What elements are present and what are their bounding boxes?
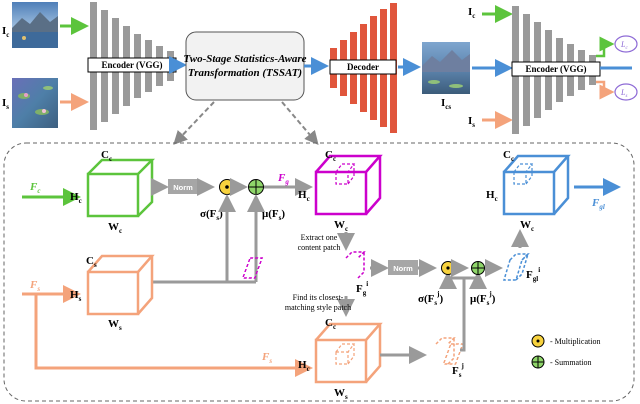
output-image-label: Ics — [441, 97, 451, 111]
cube-fgl-width: Wc — [520, 219, 534, 233]
style-loss-arrow — [596, 80, 615, 100]
fs-j-label: Fsj — [452, 362, 464, 379]
fs-label: Fs — [29, 279, 40, 293]
tssat-detail-panel — [3, 142, 635, 402]
extract-label-1: Extract one — [301, 233, 338, 242]
decoder-label-box — [329, 59, 397, 75]
output-image — [422, 42, 470, 94]
style-loss-node — [614, 83, 638, 101]
legend-multiplication-dot-icon — [536, 339, 540, 343]
cube-s-width: Ws — [108, 318, 122, 332]
fg-patch-marker — [335, 163, 356, 185]
mu-fs-label: μ(Fs) — [262, 208, 285, 222]
cube-sm-height: Hc — [298, 359, 310, 373]
fs-bypass-label: Fs — [261, 351, 272, 365]
style-image-label: Is — [2, 97, 9, 111]
tssat-line-2: Transformation (TSSAT) — [188, 67, 302, 79]
style-feature-cube — [86, 254, 155, 316]
cube-fgl-channel: Cc — [503, 149, 514, 163]
norm-label: Norm — [173, 183, 193, 192]
decoder-label: Decoder — [347, 62, 379, 72]
extract-label-2: content patch — [298, 243, 341, 252]
legend-summation-label: - Summation — [550, 358, 592, 367]
tssat-box — [185, 31, 305, 101]
tssat-line-1: Two-Stage Statistics-Aware — [183, 53, 306, 65]
cube-fgl-height: Hc — [486, 189, 498, 203]
summation-plus-icon — [248, 179, 264, 195]
cube-c-width: Wc — [108, 221, 122, 235]
find-label-2: matching style patch — [285, 303, 351, 312]
cube-sm-width: Ws — [334, 387, 348, 401]
content-loss-arrow — [596, 36, 615, 58]
fs-bypass-arrow — [34, 294, 313, 377]
sigma-fs-label: σ(Fs) — [200, 208, 223, 222]
find-label-1: Find its closest- — [293, 293, 344, 302]
fgl-patch-marker — [513, 163, 534, 185]
encoder-label: Encoder (VGG) — [101, 60, 162, 70]
cube-c-channel: Cc — [101, 149, 112, 163]
loss-style-label: Is — [468, 115, 475, 129]
fgl-i-label: Fgli — [526, 266, 540, 283]
patch-multiplication-dot-icon — [446, 266, 450, 270]
encoder-right-label: Encoder (VGG) — [525, 64, 586, 74]
fg-i-label: Fgi — [356, 280, 368, 297]
content-image — [12, 2, 58, 48]
style-match-cube — [314, 322, 383, 384]
fc-label: Fc — [29, 181, 40, 195]
mu-fsj-label: μ(Fsj) — [470, 290, 496, 307]
legend-multiplication-label: - Multiplication — [550, 337, 600, 346]
fgl-i-patch — [502, 253, 530, 281]
style-loss-label: Ls — [620, 88, 627, 99]
zoom-line-right — [281, 101, 319, 146]
zoom-line-left — [173, 101, 215, 145]
fg-i-patch — [241, 251, 366, 279]
fs-j-patch — [435, 337, 464, 365]
norm-box — [168, 179, 198, 194]
cube-fg-width: Wc — [334, 219, 348, 233]
fgl-feature-cube — [502, 154, 571, 216]
multiplication-dot-icon — [225, 185, 229, 189]
fg-label: Fg — [277, 172, 289, 186]
cube-s-height: Hs — [70, 289, 82, 303]
fgl-label: Fgl — [591, 197, 605, 211]
loss-content-label: Ic — [468, 6, 475, 20]
content-loss-label: Lc — [620, 40, 628, 51]
patch-norm-box — [388, 260, 418, 275]
cube-sm-channel: Cc — [325, 317, 336, 331]
content-loss-node — [614, 35, 638, 53]
style-patch-marker — [335, 343, 356, 365]
cube-c-height: Hc — [70, 191, 82, 205]
fsj-stats-line — [448, 276, 466, 352]
content-image-label: Ic — [2, 25, 9, 39]
sigma-fsj-label: σ(Fsj) — [418, 290, 443, 307]
cube-fg-channel: Cc — [325, 149, 336, 163]
legend-summation-plus-icon — [532, 356, 544, 368]
fg-feature-cube — [314, 154, 383, 216]
style-image — [12, 78, 58, 128]
patch-norm-label: Norm — [393, 264, 413, 273]
patch-summation-plus-icon — [471, 261, 485, 275]
cube-fg-height: Hc — [298, 189, 310, 203]
content-feature-cube — [86, 158, 156, 218]
cube-s-channel: Cs — [86, 255, 97, 269]
